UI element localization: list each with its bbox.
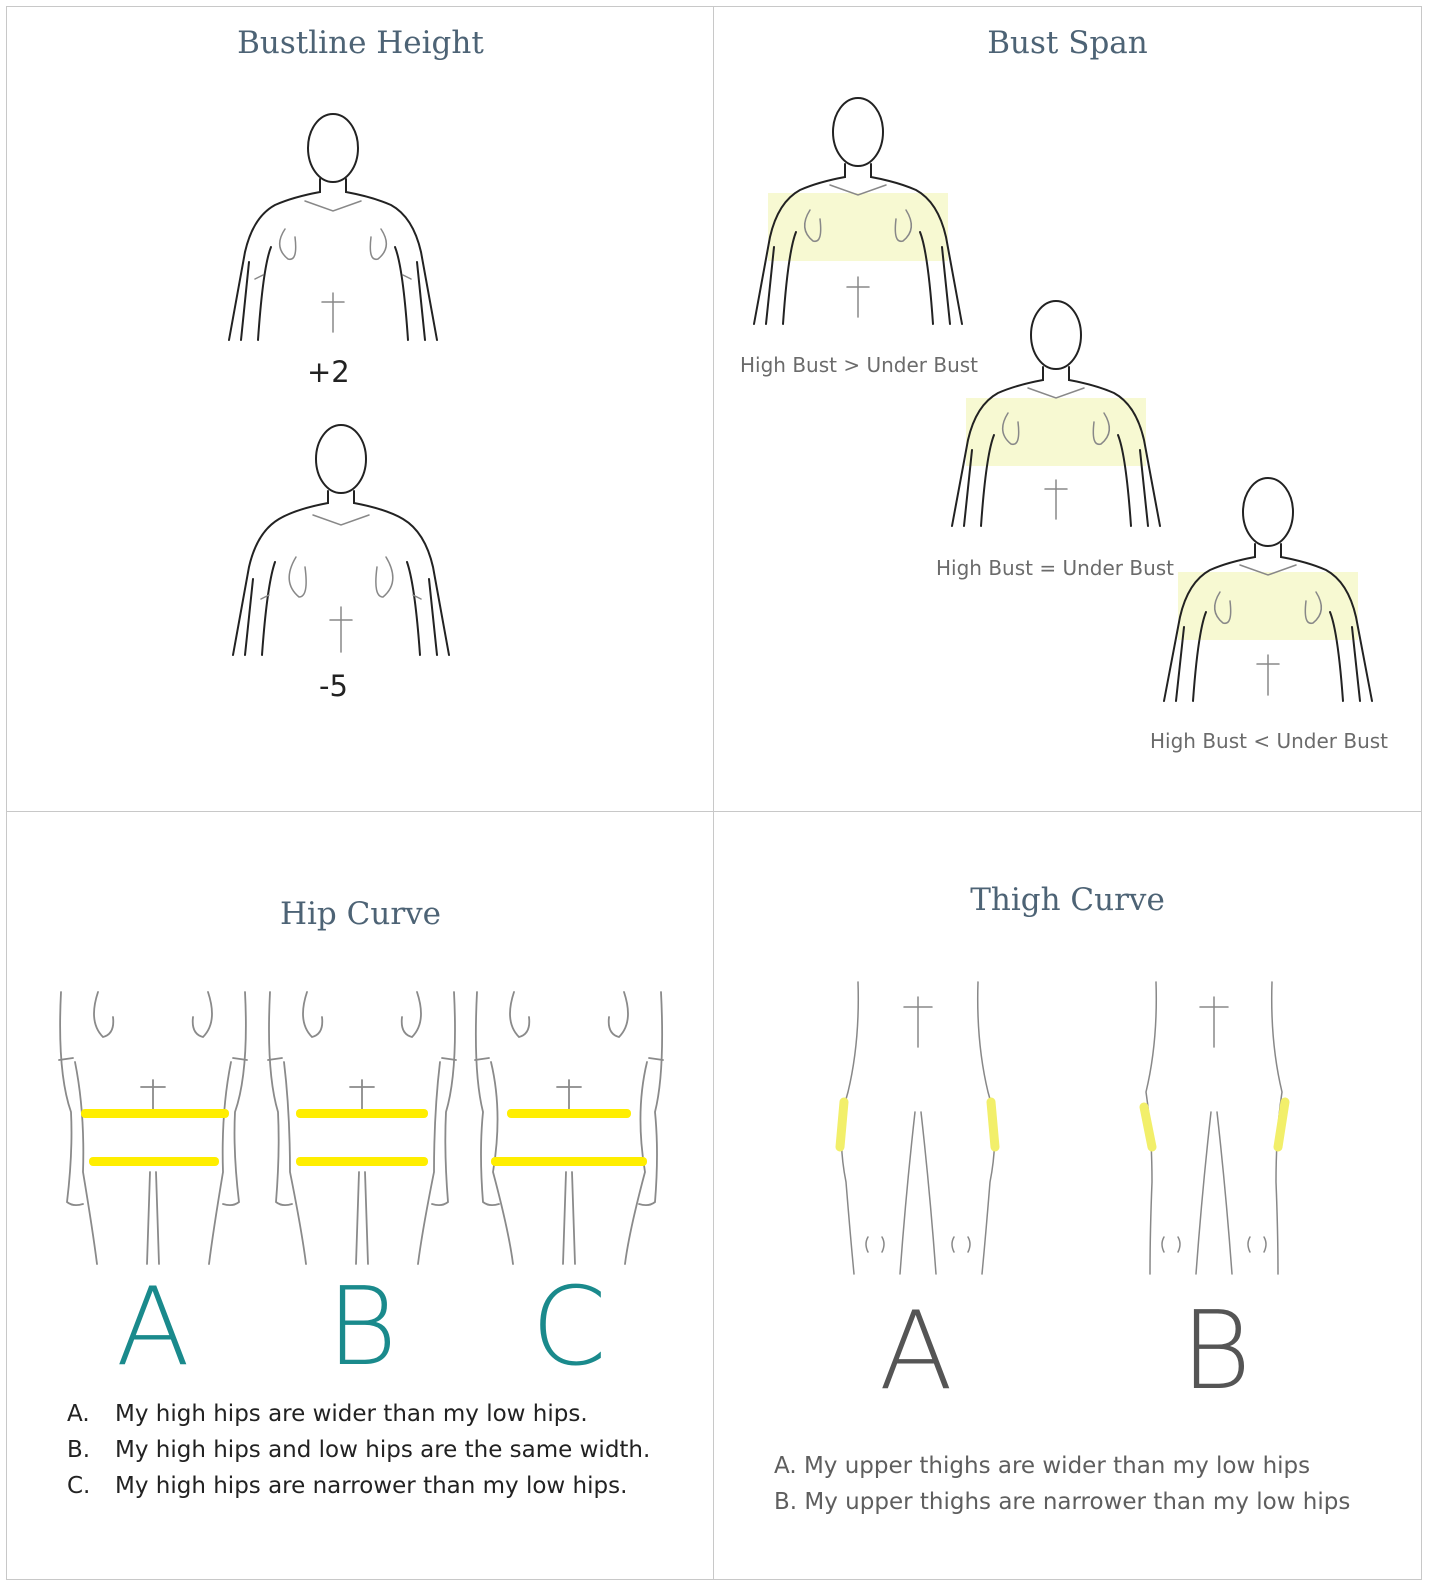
bust-span-panel: Bust Span (713, 6, 1422, 813)
hip-curve-panel: Hip Curve (6, 811, 715, 1580)
thigh-letter-a: A (866, 1292, 966, 1412)
hip-answer-list: A.My high hips are wider than my low hip… (67, 1396, 650, 1504)
torso-figure-narrow (1164, 478, 1372, 701)
hip-figure-b (268, 992, 456, 1264)
thigh-answer-item: B. My upper thighs are narrower than my … (774, 1484, 1350, 1520)
bustline-label-low: -5 (319, 669, 348, 703)
bustline-height-panel: Bustline Height (6, 6, 715, 813)
low-hip-highlight (491, 1157, 647, 1166)
high-hip-highlight (296, 1109, 428, 1118)
high-hip-highlight (507, 1109, 631, 1118)
torso-figure-wide (754, 98, 962, 324)
bust-highlight (966, 398, 1146, 466)
hip-letter-a: A (103, 1268, 203, 1388)
hip-answer-item: A.My high hips are wider than my low hip… (67, 1396, 650, 1432)
low-hip-highlight (296, 1157, 428, 1166)
thigh-curve-panel: Thigh Curve A B A (713, 811, 1422, 1580)
high-hip-highlight (81, 1109, 229, 1118)
figure-grid: Bustline Height (6, 6, 1422, 1580)
hip-letter-b: B (312, 1268, 412, 1388)
thigh-figure-b (1144, 982, 1285, 1274)
bust-highlight (1178, 572, 1358, 640)
hip-letter-c: C (519, 1268, 619, 1388)
hip-figure-a (59, 992, 247, 1264)
low-hip-highlight (89, 1157, 219, 1166)
thigh-highlight (1144, 1107, 1152, 1147)
hip-answer-item: C.My high hips are narrower than my low … (67, 1468, 650, 1504)
torso-figure-equal (952, 301, 1160, 526)
torso-figure-low (233, 425, 449, 655)
bustline-label-high: +2 (307, 355, 350, 389)
thigh-highlight (840, 1102, 844, 1147)
bustline-figures (7, 7, 716, 814)
thigh-answer-item: A. My upper thighs are wider than my low… (774, 1448, 1350, 1484)
bust-label-narrow: High Bust < Under Bust (1150, 729, 1388, 753)
thigh-letter-b: B (1166, 1292, 1266, 1412)
bust-label-equal: High Bust = Under Bust (936, 556, 1174, 580)
bust-highlight (768, 193, 948, 261)
bust-span-figures (714, 7, 1423, 814)
hip-figure-c (475, 992, 663, 1264)
bust-label-wide: High Bust > Under Bust (740, 353, 978, 377)
thigh-figure-a (840, 982, 995, 1274)
thigh-highlight (991, 1102, 995, 1147)
hip-answer-item: B.My high hips and low hips are the same… (67, 1432, 650, 1468)
thigh-answer-list: A. My upper thighs are wider than my low… (774, 1448, 1350, 1520)
torso-figure-high (229, 114, 437, 340)
